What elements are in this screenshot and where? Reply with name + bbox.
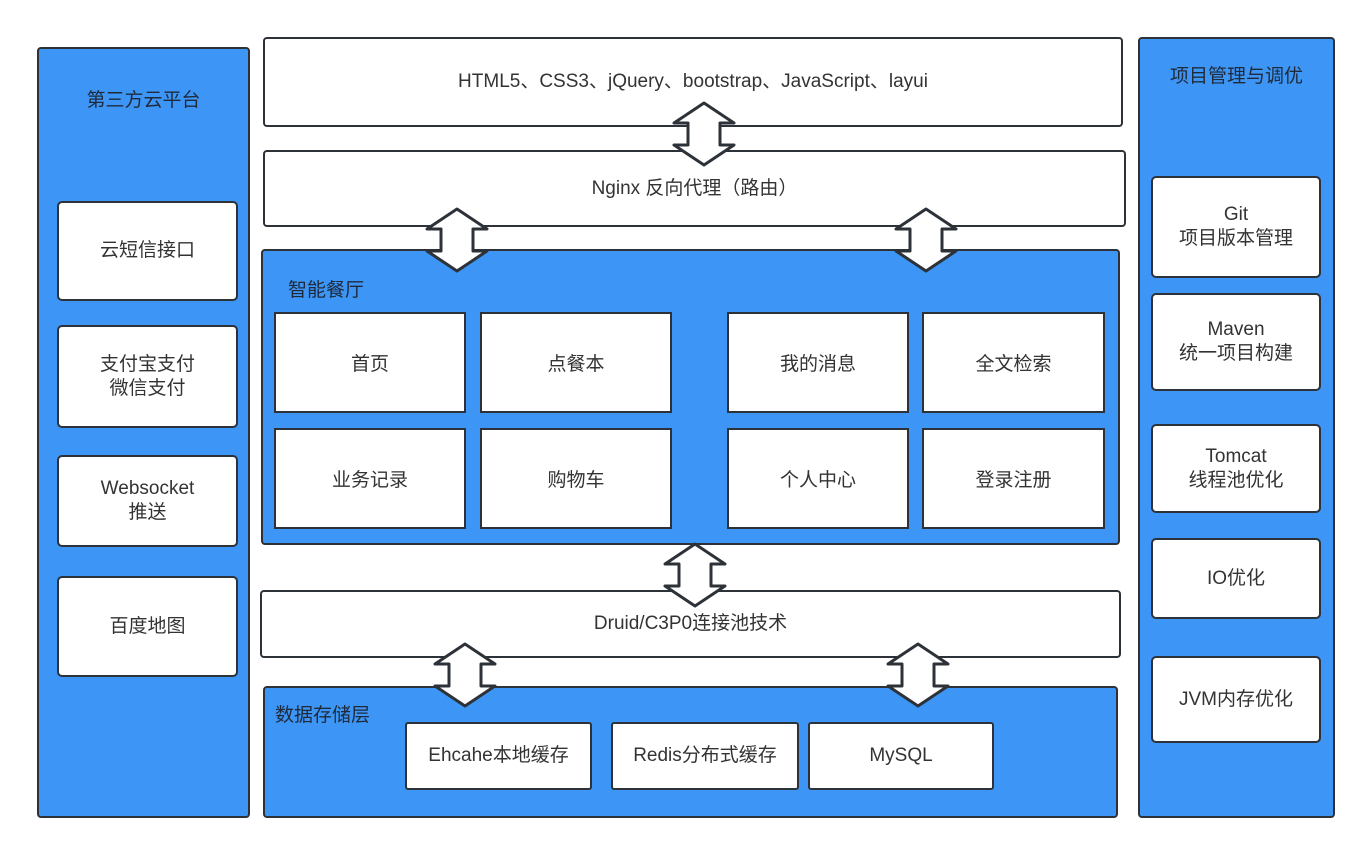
mysql-box: MySQL — [808, 722, 994, 790]
jvm-label: JVM内存优化 — [1178, 688, 1293, 710]
module-full-text-search: 全文检索 — [922, 312, 1105, 413]
git-label: Git — [1223, 204, 1249, 225]
mysql-label: MySQL — [869, 745, 933, 766]
module-business-records: 业务记录 — [274, 428, 466, 529]
module-shopping-cart: 购物车 — [480, 428, 672, 529]
proxy-label: Nginx 反向代理（路由） — [591, 177, 798, 199]
wechat-pay-label: 微信支付 — [109, 377, 186, 399]
smart-restaurant-title: 智能餐厅 — [288, 280, 365, 301]
redis-box: Redis分布式缓存 — [611, 722, 799, 790]
ehcache-box: Ehcahe本地缓存 — [405, 722, 592, 790]
ehcache-label: Ehcahe本地缓存 — [428, 745, 569, 766]
module-full-text-search-label: 全文检索 — [975, 354, 1052, 375]
alipay-label: 支付宝支付 — [99, 353, 195, 375]
sms-api-label: 云短信接口 — [99, 240, 195, 261]
project-management-title: 项目管理与调优 — [1169, 66, 1303, 87]
double-arrow-icon — [672, 101, 736, 167]
websocket-label: Websocket — [100, 478, 195, 499]
third-party-cloud-title: 第三方云平台 — [86, 90, 201, 111]
push-label: 推送 — [128, 502, 167, 523]
module-home: 首页 — [274, 312, 466, 413]
double-arrow-icon — [886, 642, 950, 708]
frontend-label: HTML5、CSS3、jQuery、bootstrap、JavaScript、l… — [458, 71, 928, 92]
proxy-box: Nginx 反向代理（路由） — [263, 150, 1126, 227]
storage-title: 数据存储层 — [275, 705, 371, 726]
websocket-box: Websocket 推送 — [57, 455, 238, 547]
double-arrow-icon — [433, 642, 497, 708]
maven-box: Maven 统一项目构建 — [1151, 293, 1321, 391]
jvm-box: JVM内存优化 — [1151, 656, 1321, 743]
redis-label: Redis分布式缓存 — [633, 745, 777, 766]
module-my-messages: 我的消息 — [727, 312, 909, 413]
module-order-book: 点餐本 — [480, 312, 672, 413]
io-box: IO优化 — [1151, 538, 1321, 619]
module-business-records-label: 业务记录 — [331, 470, 408, 491]
maven-label: Maven — [1207, 319, 1265, 340]
module-order-book-label: 点餐本 — [547, 354, 605, 375]
baidu-map-label: 百度地图 — [109, 615, 186, 637]
third-party-cloud-panel: 第三方云平台 — [37, 47, 250, 818]
git-box: Git 项目版本管理 — [1151, 176, 1321, 278]
double-arrow-icon — [663, 542, 727, 608]
connection-pool-label: Druid/C3P0连接池技术 — [593, 613, 788, 634]
module-personal-center-label: 个人中心 — [779, 470, 856, 491]
module-login-register: 登录注册 — [922, 428, 1105, 529]
thread-pool-label: 线程池优化 — [1188, 469, 1284, 491]
module-my-messages-label: 我的消息 — [779, 354, 856, 375]
module-home-label: 首页 — [350, 354, 389, 375]
double-arrow-icon — [425, 207, 489, 273]
baidu-map-box: 百度地图 — [57, 576, 238, 677]
tomcat-label: Tomcat — [1205, 445, 1267, 467]
tomcat-box: Tomcat 线程池优化 — [1151, 424, 1321, 513]
module-login-register-label: 登录注册 — [975, 470, 1052, 491]
build-label: 统一项目构建 — [1178, 343, 1293, 364]
double-arrow-icon — [894, 207, 958, 273]
payment-box: 支付宝支付 微信支付 — [57, 325, 238, 428]
sms-api-box: 云短信接口 — [57, 201, 238, 301]
io-label: IO优化 — [1206, 567, 1266, 589]
module-shopping-cart-label: 购物车 — [547, 470, 605, 491]
version-control-label: 项目版本管理 — [1178, 228, 1293, 249]
module-personal-center: 个人中心 — [727, 428, 909, 529]
